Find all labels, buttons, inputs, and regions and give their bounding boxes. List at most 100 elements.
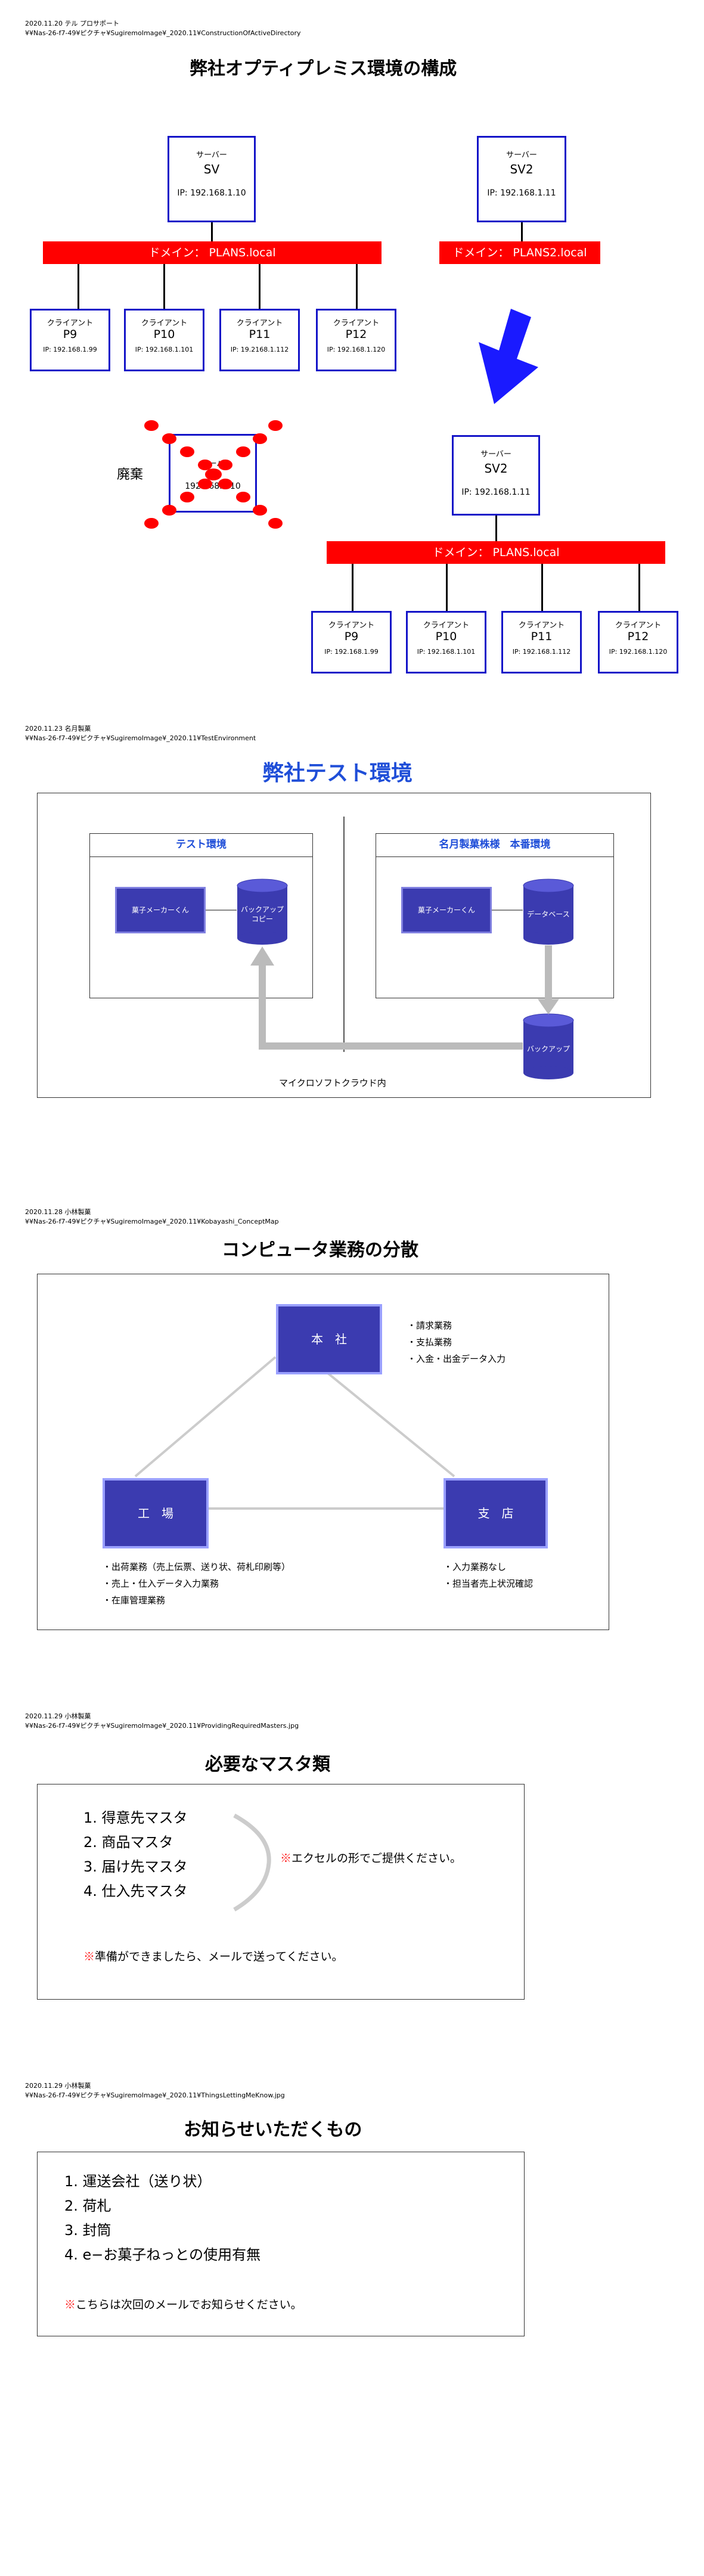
note-mark: ※ [83, 1950, 95, 1963]
s3-header-date: 2020.11.28 小林製菓 [25, 1208, 91, 1216]
domain-bar-plans2: ドメイン： PLANS2.local [439, 241, 600, 264]
client-label: クライアント [328, 621, 375, 630]
client-name: P9 [63, 328, 77, 341]
master-item: 2. 商品マスタ [83, 1834, 173, 1851]
backup-copy-db-icon: バックアップ コピー [237, 879, 288, 945]
backup-copy-label-2: コピー [251, 915, 273, 923]
discard-cross-icon [144, 420, 283, 529]
client-label: クライアント [423, 621, 470, 630]
connector [495, 516, 497, 542]
backup-copy-label-1: バックアップ [240, 905, 284, 914]
task-item: ・担当者売上状況確認 [444, 1578, 534, 1589]
connector [446, 564, 448, 612]
note-mark: ※ [280, 1852, 292, 1865]
node-branch: 支 店 [444, 1478, 548, 1548]
brace-icon [233, 1813, 271, 1912]
server-sv2-new-ip: IP: 192.168.1.11 [461, 488, 531, 497]
master-item: 3. 届け先マスタ [83, 1858, 188, 1875]
client-p11-old: クライアント P11 IP: 19.2168.1.112 [219, 309, 300, 371]
client-ip: IP: 192.168.1.101 [417, 648, 476, 656]
triangle-lines [134, 1356, 455, 1510]
master-item: 4. 仕入先マスタ [83, 1883, 188, 1900]
s3-header: 2020.11.28 小林製菓 ¥¥Nas-26-f7-49¥ピクチャ¥Sugi… [25, 1208, 279, 1227]
excel-note-text: ※エクセルの形でご提供ください。 [280, 1852, 462, 1865]
client-ip: IP: 192.168.1.99 [324, 648, 379, 656]
master-list: 1. 得意先マスタ 2. 商品マスタ 3. 届け先マスタ 4. 仕入先マスタ [83, 1806, 188, 1904]
discard-label: 廃棄 [117, 467, 144, 482]
task-item: ・入力業務なし [444, 1562, 507, 1572]
client-label: クライアント [518, 621, 565, 630]
excel-note: ※エクセルの形でご提供ください。 [280, 1849, 461, 1866]
client-name: P11 [249, 328, 271, 341]
email-note-text: ※準備ができましたら、メールで送ってください。 [83, 1950, 343, 1963]
s2-header-date: 2020.11.23 名月製菓 [25, 725, 91, 733]
next-mail-note-text: ※こちらは次回のメールでお知らせください。 [64, 2298, 302, 2311]
client-ip: IP: 192.168.1.99 [43, 346, 97, 353]
client-label: クライアント [141, 319, 188, 328]
client-p12-new: クライアント P12 IP: 192.168.1.120 [598, 611, 678, 674]
notice-item: 1. 運送会社（送り状） [64, 2173, 212, 2190]
task-item: ・支払業務 [407, 1337, 452, 1348]
client-ip: IP: 192.168.1.120 [609, 648, 668, 656]
s4-title: 必要なマスタ類 [205, 1754, 330, 1775]
client-ip: IP: 192.168.1.112 [512, 648, 571, 656]
s1-header-date: 2020.11.20 テル プロサポート [25, 20, 119, 27]
s2-header: 2020.11.23 名月製菓 ¥¥Nas-26-f7-49¥ピクチャ¥Sugi… [25, 724, 256, 743]
client-p11-new: クライアント P11 IP: 192.168.1.112 [501, 611, 582, 674]
server-sv2-name: SV2 [510, 162, 534, 176]
s3-title: コンピュータ業務の分散 [222, 1240, 418, 1261]
server-sv: サーバー SV IP: 192.168.1.10 [168, 136, 256, 222]
s5-frame [37, 2152, 525, 2336]
app-test: 菓子メーカーくん [115, 887, 206, 933]
client-label: クライアント [236, 319, 283, 328]
s5-header-date: 2020.11.29 小林製菓 [25, 2082, 91, 2090]
s2-header-path: ¥¥Nas-26-f7-49¥ピクチャ¥SugiremoImage¥_2020.… [25, 734, 256, 742]
backup-flow-arrows-icon [250, 945, 559, 1050]
server-sv2: サーバー SV2 IP: 192.168.1.11 [477, 136, 566, 222]
database-icon: データベース [523, 879, 574, 945]
client-p9-old: クライアント P9 IP: 192.168.1.99 [30, 309, 110, 371]
master-item: 1. 得意先マスタ [83, 1810, 188, 1826]
client-name: P12 [345, 328, 367, 341]
server-sv-label: サーバー [196, 151, 227, 160]
s3-frame [37, 1274, 609, 1630]
server-sv-name: SV [203, 162, 220, 176]
branch-tasks: ・入力業務なし ・担当者売上状況確認 [444, 1559, 533, 1592]
s4-header-date: 2020.11.29 小林製菓 [25, 1712, 91, 1720]
client-ip: IP: 192.168.1.101 [135, 346, 194, 353]
task-item: ・出荷業務（売上伝票、送り状、荷札印刷等） [103, 1562, 291, 1572]
client-p9-new: クライアント P9 IP: 192.168.1.99 [311, 611, 392, 674]
task-item: ・請求業務 [407, 1320, 452, 1331]
task-item: ・入金・出金データ入力 [407, 1354, 506, 1364]
email-note: ※準備ができましたら、メールで送ってください。 [83, 1948, 343, 1964]
app-prod: 菓子メーカーくん [401, 887, 492, 933]
prod-env-header: 名月製菓株様 本番環境 [376, 833, 614, 857]
s5-title: お知らせいただくもの [184, 2119, 362, 2140]
connector [77, 264, 79, 309]
client-name: P10 [435, 630, 457, 643]
s4-header: 2020.11.29 小林製菓 ¥¥Nas-26-f7-49¥ピクチャ¥Sugi… [25, 1712, 299, 1731]
notice-item: 2. 荷札 [64, 2198, 111, 2214]
s4-frame [37, 1784, 525, 2000]
connector [638, 564, 640, 612]
connector [206, 910, 237, 911]
domain-bar-new: ドメイン： PLANS.local [327, 541, 665, 564]
server-sv2-new: サーバー SV2 IP: 192.168.1.11 [452, 435, 540, 516]
s3-header-path: ¥¥Nas-26-f7-49¥ピクチャ¥SugiremoImage¥_2020.… [25, 1218, 279, 1225]
server-sv2-ip: IP: 192.168.1.11 [487, 188, 556, 198]
s5-header-path: ¥¥Nas-26-f7-49¥ピクチャ¥SugiremoImage¥_2020.… [25, 2091, 285, 2099]
node-factory: 工 場 [103, 1478, 209, 1548]
notice-item: 3. 封筒 [64, 2222, 111, 2239]
client-p10-old: クライアント P10 IP: 192.168.1.101 [124, 309, 204, 371]
server-sv2-new-name: SV2 [484, 461, 508, 476]
s1-title: 弊社オプティプレミス環境の構成 [190, 58, 457, 79]
task-item: ・在庫管理業務 [103, 1595, 166, 1606]
s2-title: 弊社テスト環境 [262, 761, 413, 786]
connector [259, 264, 260, 309]
hq-tasks: ・請求業務 ・支払業務 ・入金・出金データ入力 [407, 1317, 505, 1367]
client-label: クライアント [333, 319, 380, 328]
client-p10-new: クライアント P10 IP: 192.168.1.101 [406, 611, 486, 674]
connector [492, 910, 523, 911]
connector [163, 264, 165, 309]
connector [521, 222, 523, 243]
